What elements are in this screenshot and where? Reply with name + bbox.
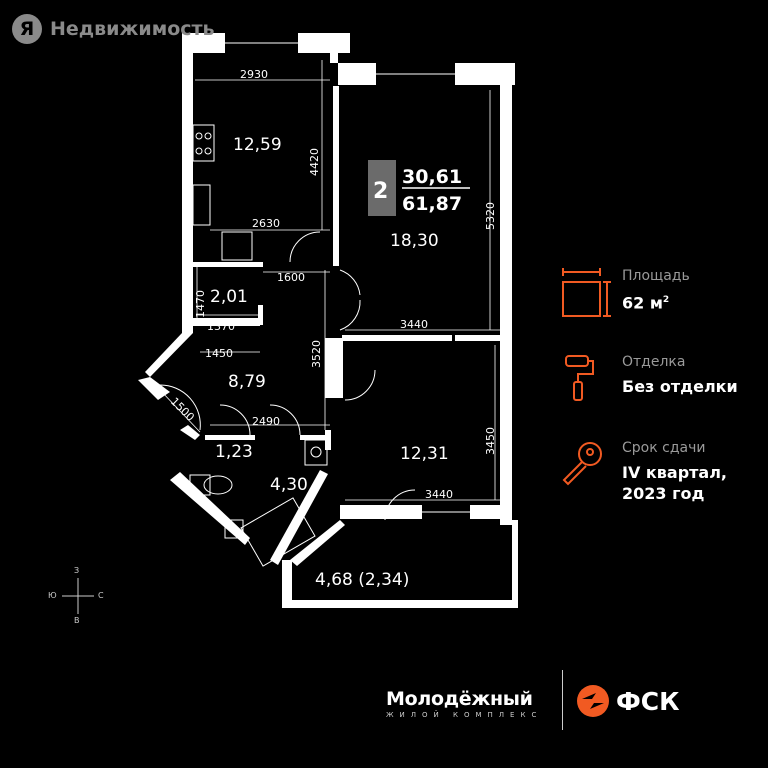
rooms-count: 2 [373,179,388,204]
compass: З Ю С В [48,566,108,626]
dim-2490: 2490 [252,415,280,428]
total-area: 61,87 [402,193,462,215]
logo-divider [562,670,563,730]
info-finish: Отделка Без отделки [560,354,760,404]
apartment-badge: 2 30,61 61,87 [368,160,470,216]
dim-4420: 4420 [308,148,321,176]
room-living-area: 18,30 [390,231,439,251]
info-delivery: Срок сдачи IV квартал, 2023 год [560,440,760,510]
dim-2630: 2630 [252,217,280,230]
dim-3450: 3450 [484,427,497,455]
room-corridor-area: 8,79 [228,372,266,392]
dim-1500: 1500 [168,395,197,424]
finish-value: Без отделки [622,377,738,396]
fsk-logo-icon [577,685,609,717]
dim-1600: 1600 [277,271,305,284]
dim-3440-top: 3440 [400,318,428,331]
room-kitchen-area: 12,59 [233,135,282,155]
fixtures [159,42,470,567]
complex-subtitle: ЖИЛОЙ КОМПЛЕКС [386,711,543,719]
compass-east: С [98,591,104,600]
watermark: Я Недвижимость [12,14,215,44]
compass-icon [62,578,94,614]
compass-south: В [74,616,80,625]
delivery-year: 2023 год [622,484,705,503]
key-icon [562,442,602,486]
area-unit-sup: 2 [662,295,670,305]
paint-roller-icon [565,355,594,401]
room-wc-area: 1,23 [215,442,253,462]
dim-3520: 3520 [310,340,323,368]
room-areas: 12,59 18,30 2,01 8,79 1,23 4,30 12,31 4,… [210,135,449,590]
yandex-logo-icon: Я [12,14,42,44]
dim-3440-bottom: 3440 [425,488,453,501]
room-balcony-area: 4,68 (2,34) [315,570,409,590]
compass-north: З [74,566,80,575]
room-bath-area: 4,30 [270,475,308,495]
finish-label: Отделка [622,354,686,370]
watermark-text: Недвижимость [50,18,215,40]
delivery-label: Срок сдачи [622,440,706,456]
area-label: Площадь [622,268,690,284]
dimension-lines [159,60,500,501]
dim-1470: 1470 [194,290,207,318]
dim-1370: 1370 [207,320,235,333]
delivery-quarter: IV квартал, [622,463,728,482]
developer-logo: ФСК [576,684,680,718]
complex-logo: Молодёжный ЖИЛОЙ КОМПЛЕКС [386,688,542,719]
developer-name: ФСК [616,686,680,716]
room-bedroom-area: 12,31 [400,444,449,464]
dim-2930: 2930 [240,68,268,81]
info-area: Площадь 62 м2 [560,268,760,318]
dim-1450: 1450 [205,347,233,360]
dim-5320: 5320 [484,202,497,230]
complex-name: Молодёжный [386,688,533,710]
compass-west: Ю [48,591,57,600]
room-hall-area: 2,01 [210,287,248,307]
area-value: 62 м [622,293,663,313]
area-icon [562,268,611,317]
dimension-labels: 2930 4420 2630 1600 1470 1370 1450 1500 … [168,68,497,501]
living-area: 30,61 [402,166,462,188]
walls [138,33,518,608]
